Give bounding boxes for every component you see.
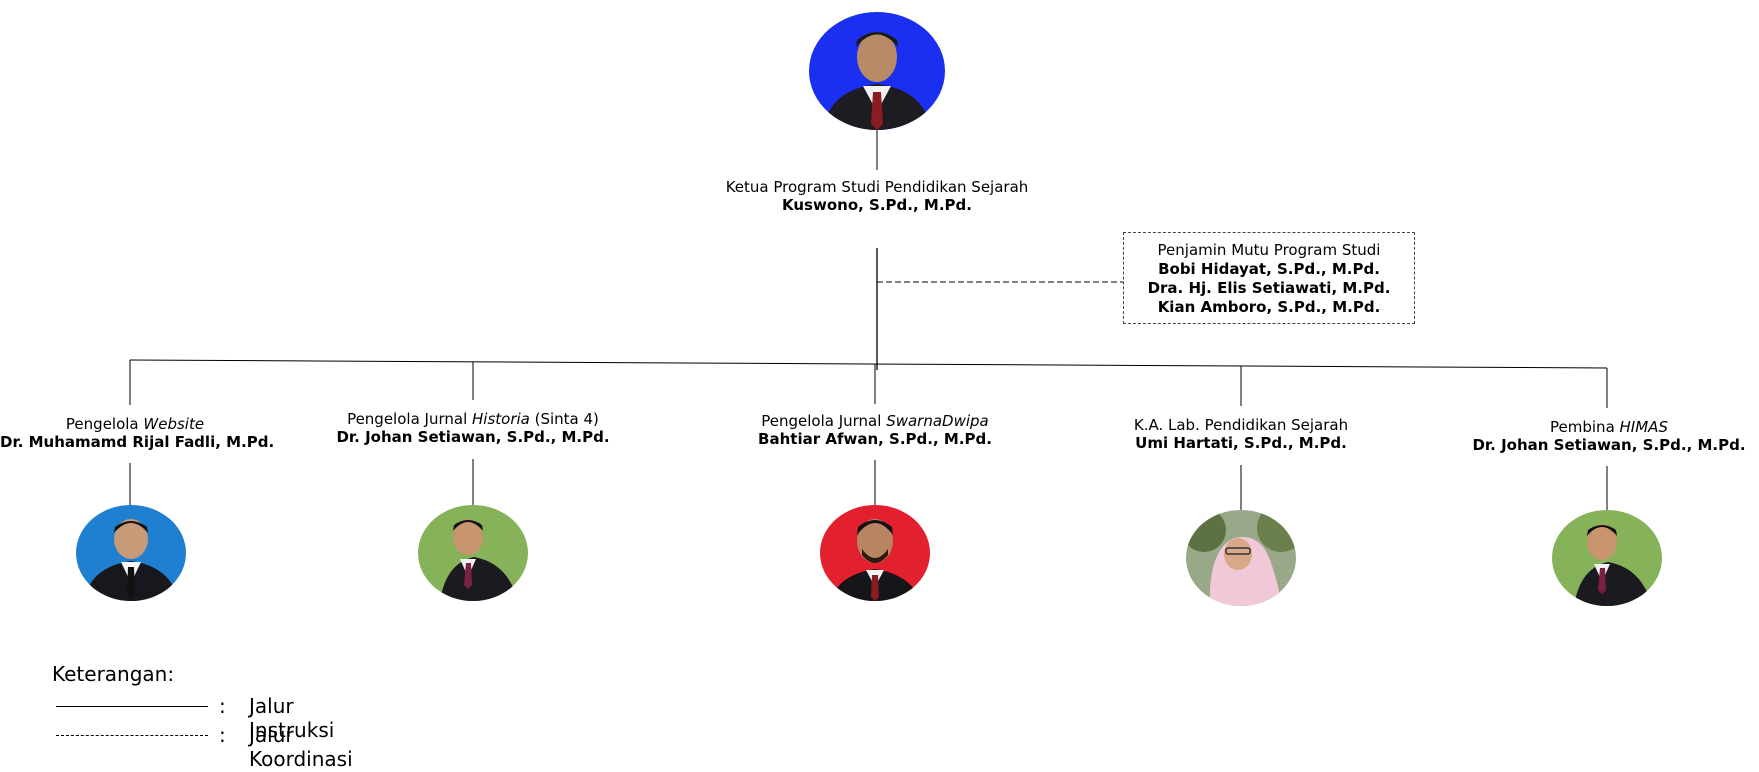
legend-title: Keterangan: xyxy=(52,662,175,686)
glasses xyxy=(1225,547,1251,555)
hair xyxy=(857,520,893,535)
unit-node-swarnadwipa: Pengelola Jurnal SwarnaDwipa Bahtiar Afw… xyxy=(745,412,1005,448)
tie xyxy=(127,567,135,599)
unit-role: Pengelola Jurnal Historia (Sinta 4) xyxy=(347,410,599,428)
unit-photo-himas xyxy=(1552,510,1662,606)
top-photo xyxy=(809,12,945,130)
legend: Keterangan: : Jalur Instruksi : Jalur Ko… xyxy=(52,662,353,771)
suit xyxy=(1574,562,1652,606)
dashed-line-sample xyxy=(56,735,208,736)
unit-node-lab: K.A. Lab. Pendidikan Sejarah Umi Hartati… xyxy=(1111,416,1371,452)
legend-colon: : xyxy=(219,694,226,718)
hair xyxy=(453,520,483,531)
head xyxy=(1587,524,1617,560)
top-node: Ketua Program Studi Pendidikan Sejarah K… xyxy=(677,178,1077,214)
head xyxy=(857,519,893,563)
legend-label: Jalur Instruksi xyxy=(249,694,335,742)
bus-line xyxy=(129,359,1608,369)
top-role: Ketua Program Studi Pendidikan Sejarah xyxy=(725,178,1029,196)
hair xyxy=(856,32,898,47)
unit-photo-website xyxy=(76,505,186,601)
qa-member: Dra. Hj. Elis Setiawati, M.Pd. xyxy=(1147,279,1391,297)
quality-assurance-box: Penjamin Mutu Program Studi Bobi Hidayat… xyxy=(1123,232,1415,324)
unit-name: Bahtiar Afwan, S.Pd., M.Pd. xyxy=(758,430,992,448)
unit-name: Dr. Johan Setiawan, S.Pd., M.Pd. xyxy=(336,428,610,446)
tie xyxy=(871,92,883,130)
legend-row-coordination: : Jalur Koordinasi xyxy=(52,721,353,771)
solid-line-sample xyxy=(56,706,208,707)
unit-name: Umi Hartati, S.Pd., M.Pd. xyxy=(1135,434,1347,452)
suit xyxy=(440,557,518,601)
qa-member: Bobi Hidayat, S.Pd., M.Pd. xyxy=(1158,260,1380,278)
legend-label: Jalur Koordinasi xyxy=(249,723,353,771)
unit-node-historia: Pengelola Jurnal Historia (Sinta 4) Dr. … xyxy=(333,410,613,446)
unit-node-himas: Pembina HIMAS Dr. Johan Setiawan, S.Pd.,… xyxy=(1469,418,1749,454)
unit-name: Dr. Muhamamd Rijal Fadli, M.Pd. xyxy=(0,433,275,451)
qa-member: Kian Amboro, S.Pd., M.Pd. xyxy=(1157,298,1381,316)
beard xyxy=(862,549,888,563)
tie xyxy=(871,575,879,601)
hair xyxy=(1587,525,1617,536)
unit-photo-swarnadwipa xyxy=(820,505,930,601)
unit-photo-historia xyxy=(418,505,528,601)
legend-colon: : xyxy=(219,723,226,747)
head xyxy=(114,519,148,559)
unit-role: Pengelola Jurnal SwarnaDwipa xyxy=(761,412,989,430)
hair xyxy=(114,521,148,533)
legend-row-instruction: : Jalur Instruksi xyxy=(52,692,334,742)
qa-role: Penjamin Mutu Program Studi xyxy=(1157,241,1381,259)
unit-role: K.A. Lab. Pendidikan Sejarah xyxy=(1133,416,1349,434)
tie xyxy=(464,563,472,589)
unit-photo-lab xyxy=(1186,510,1296,606)
unit-name: Dr. Johan Setiawan, S.Pd., M.Pd. xyxy=(1472,436,1746,454)
head xyxy=(857,32,897,82)
head xyxy=(453,519,483,555)
unit-node-website: Pengelola Website Dr. Muhamamd Rijal Fad… xyxy=(0,415,275,451)
unit-role: Pengelola Website xyxy=(65,415,205,433)
tie xyxy=(1598,568,1606,594)
unit-role: Pembina HIMAS xyxy=(1550,418,1668,436)
top-name: Kuswono, S.Pd., M.Pd. xyxy=(782,196,972,214)
